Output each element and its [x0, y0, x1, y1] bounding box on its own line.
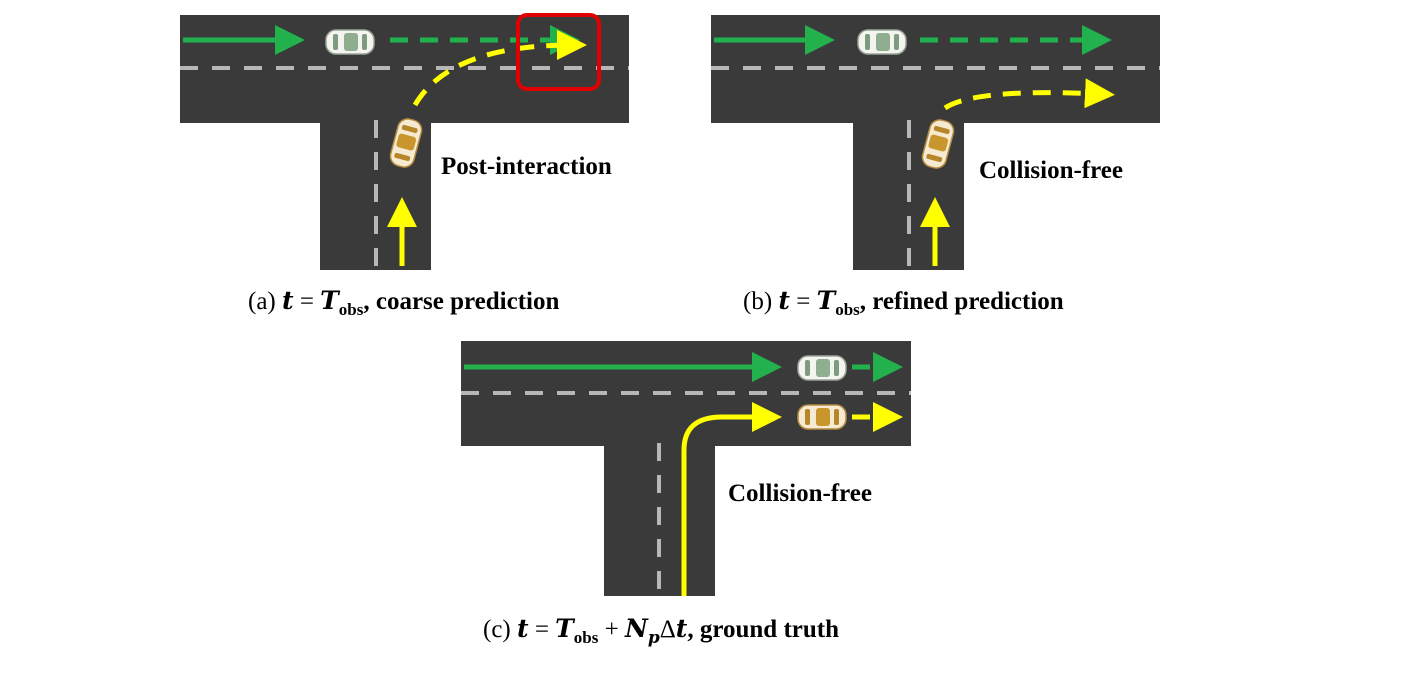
yellow-vehicle-car [797, 404, 847, 430]
panel-b: Collision-free (b) t = Tobs, refined pre… [711, 15, 1160, 319]
panel-c-label: Collision-free [728, 480, 872, 507]
panel-b-label: Collision-free [979, 157, 1123, 184]
green-vehicle-car [797, 355, 847, 381]
panel-b-caption: (b) t = Tobs, refined prediction [743, 286, 1064, 319]
collision-highlight-box [516, 13, 601, 91]
panel-c-caption: (c) t = Tobs + NpΔt, ground truth [483, 614, 839, 648]
panel-a-caption: (a) t = Tobs, coarse prediction [248, 286, 559, 319]
yellow-predicted-path [943, 78, 1115, 111]
yellow-predicted-path [412, 30, 587, 107]
panel-a: Post-interaction (a) t = Tobs, coarse pr… [180, 13, 629, 319]
panel-a-label: Post-interaction [441, 153, 612, 180]
yellow-ground-truth-path [681, 402, 782, 596]
panel-c: Collision-free (c) t = Tobs + NpΔt, grou… [461, 341, 911, 648]
green-vehicle-car [325, 29, 375, 55]
green-vehicle-car [857, 29, 907, 55]
